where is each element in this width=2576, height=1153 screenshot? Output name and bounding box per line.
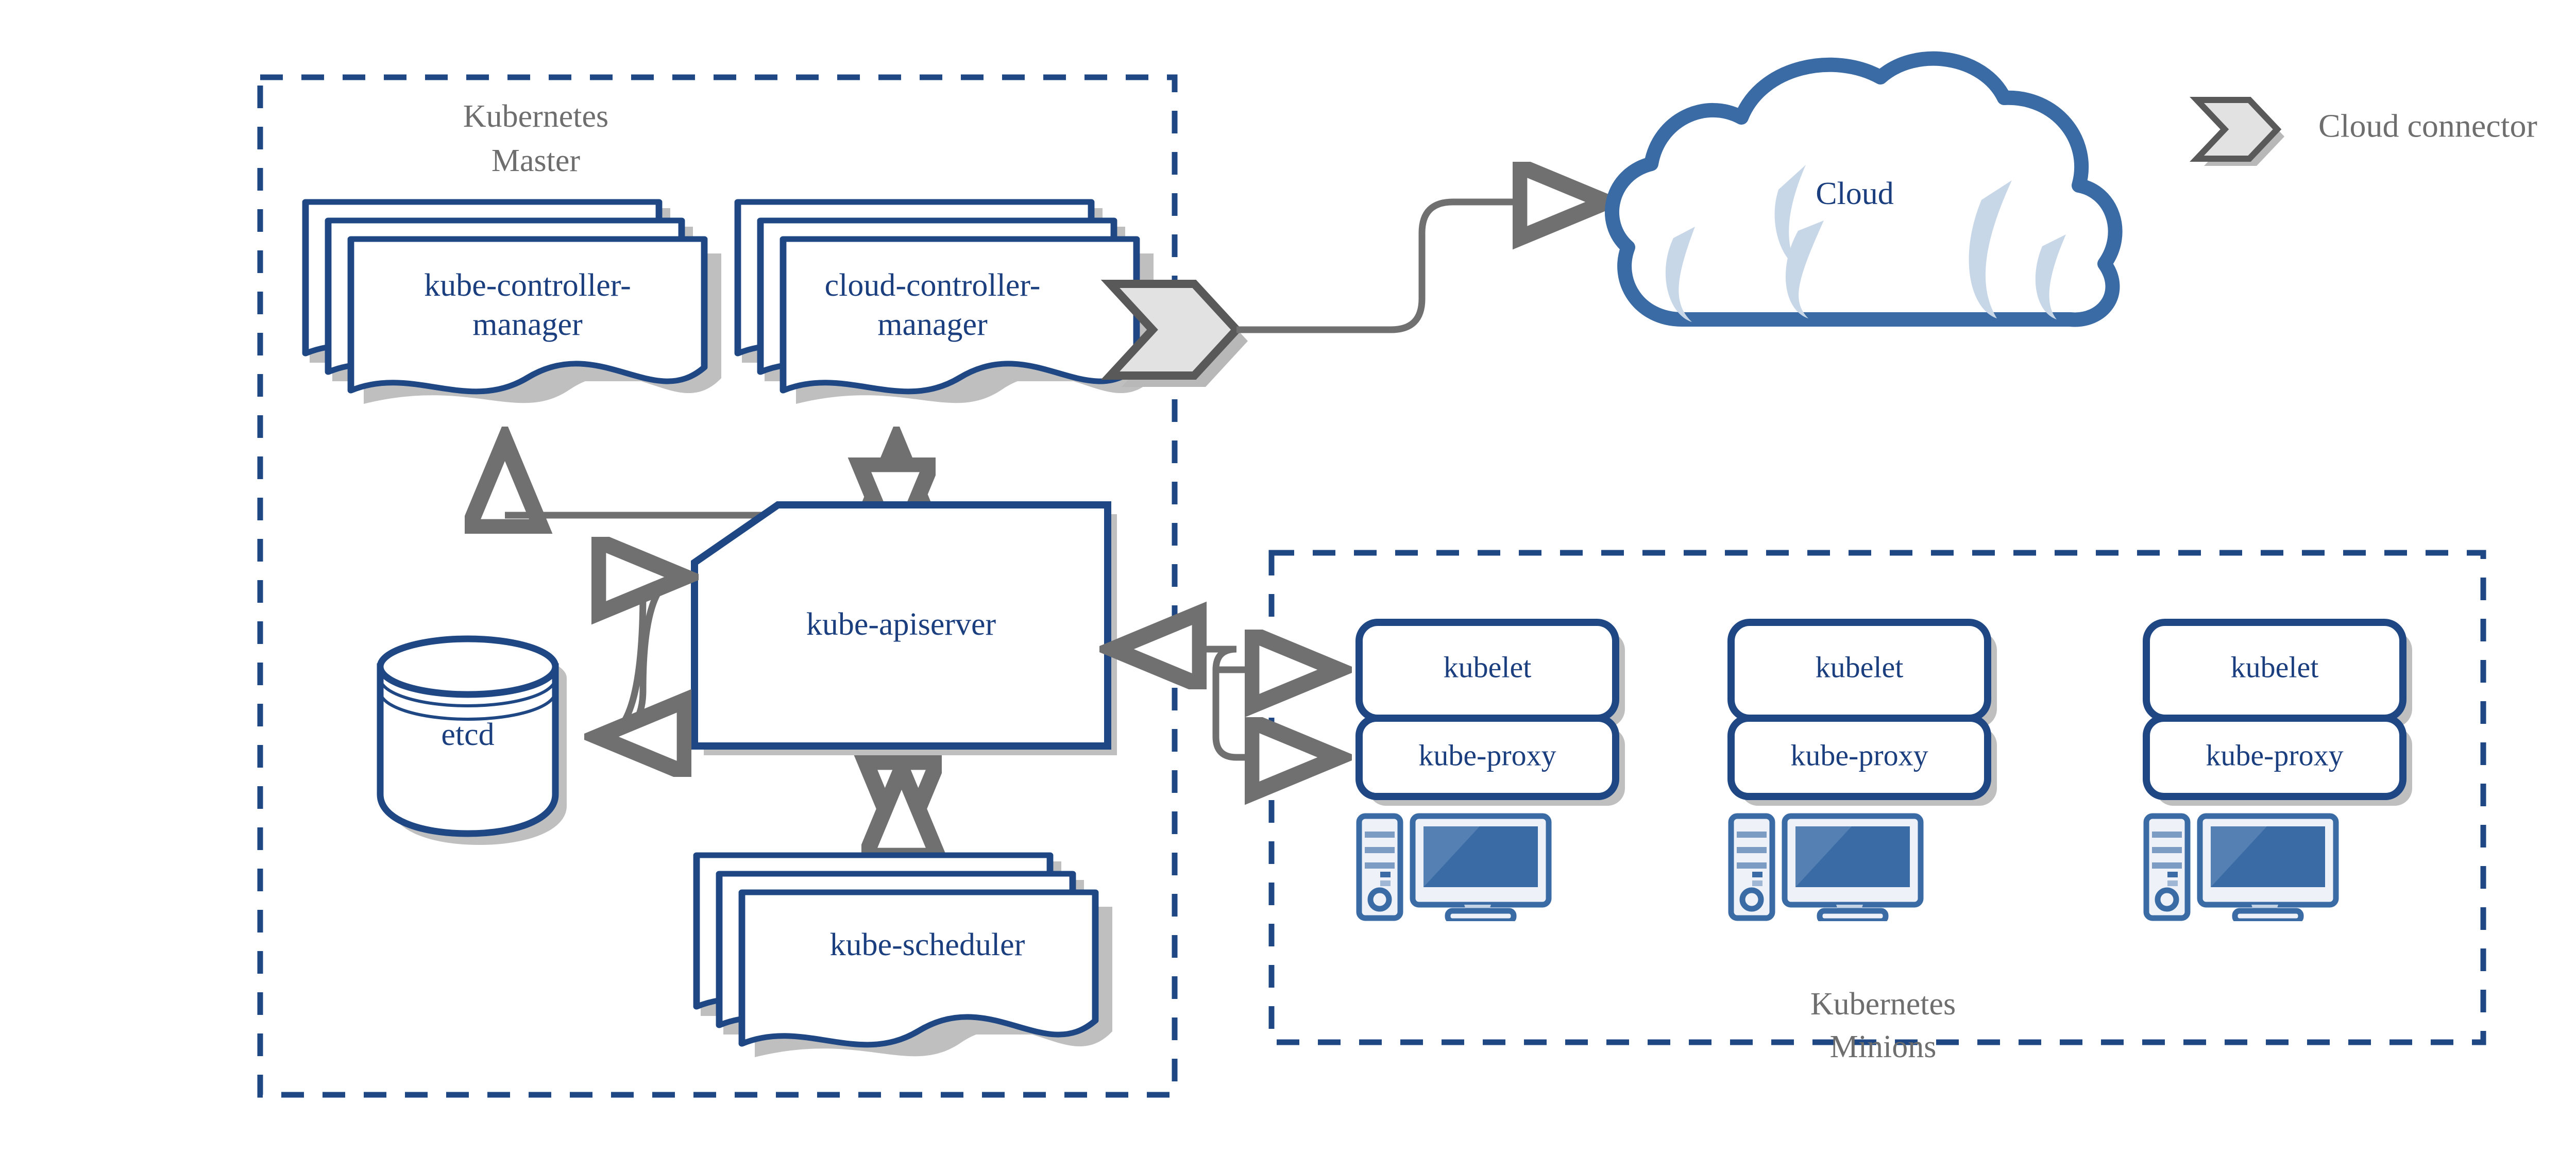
arrows-apiserver-etcd xyxy=(602,577,681,737)
kube-controller-manager-label-line1: kube-controller- xyxy=(424,268,631,303)
cloud-controller-manager-label-line2: manager xyxy=(877,307,988,342)
arrow-minions-junction xyxy=(1212,646,1237,761)
minion-1-kubelet-box[interactable]: kubelet xyxy=(1355,619,1625,727)
arrow-ccm-to-cloud xyxy=(1236,202,1602,333)
arrow-bus-to-kcm xyxy=(505,444,536,515)
kubelet-1-label: kubelet xyxy=(1444,650,1532,684)
minions-group-label-line1: Kubernetes xyxy=(1810,987,1956,1022)
legend-connector-shape xyxy=(2190,97,2282,162)
minion-2-kubelet-box[interactable]: kubelet xyxy=(1727,619,1997,727)
desktop-computer-icon-1 xyxy=(1359,816,1549,921)
arrow-apiserver-to-etcd xyxy=(602,592,643,737)
cloud-label: Cloud xyxy=(1816,176,1894,211)
kube-apiserver-label: kube-apiserver xyxy=(806,607,996,642)
cloud-controller-manager-node[interactable]: cloud-controller- manager xyxy=(738,202,1154,404)
kube-scheduler-label: kube-scheduler xyxy=(830,927,1025,962)
kcm-front-sheet xyxy=(351,239,721,404)
cloud-connector-chevron-icon[interactable] xyxy=(1100,280,1248,387)
kube-proxy-3-label: kube-proxy xyxy=(2206,738,2343,772)
ccm-front-sheet xyxy=(783,239,1154,404)
desktop-computer-icon-2 xyxy=(1731,816,1921,921)
minions-group-label-line2: Minions xyxy=(1830,1029,1937,1064)
minion-node-2[interactable]: kubelet kube-proxy xyxy=(1727,619,1997,921)
kube-apiserver-node[interactable]: kube-apiserver xyxy=(691,501,1117,755)
master-dashed-border xyxy=(257,74,1178,1098)
cloud-controller-manager-label-line1: cloud-controller- xyxy=(825,268,1041,303)
kube-scheduler-node[interactable]: kube-scheduler xyxy=(697,855,1112,1057)
etcd-node[interactable]: etcd xyxy=(377,635,567,845)
etcd-label: etcd xyxy=(441,717,494,752)
etcd-body xyxy=(377,663,559,837)
master-group-label-line2: Master xyxy=(492,143,581,178)
etcd-ring-1 xyxy=(379,677,557,708)
master-group-label-line1: Kubernetes xyxy=(463,99,608,134)
kubernetes-master-group: Kubernetes Master xyxy=(257,74,1178,1098)
kube-controller-manager-label-line2: manager xyxy=(472,307,583,342)
kube-proxy-3-shape xyxy=(2143,715,2406,800)
minion-node-1[interactable]: kubelet kube-proxy xyxy=(1355,619,1625,921)
kube-controller-manager-node[interactable]: kube-controller- manager xyxy=(306,202,721,404)
minion-2-kube-proxy-box[interactable]: kube-proxy xyxy=(1727,715,1997,806)
legend-chevron-icon xyxy=(2190,97,2284,166)
legend-connector-label: Cloud connector xyxy=(2318,108,2537,144)
kubelet-3-label: kubelet xyxy=(2231,650,2319,684)
arrows-apiserver-minions xyxy=(1117,649,1334,757)
etcd-top-ellipse xyxy=(377,635,559,698)
kube-proxy-1-label: kube-proxy xyxy=(1418,738,1556,772)
kube-proxy-2-label: kube-proxy xyxy=(1790,738,1928,772)
minion-1-kube-proxy-box[interactable]: kube-proxy xyxy=(1355,715,1625,806)
scheduler-front-sheet xyxy=(742,892,1112,1057)
minion-node-3[interactable]: kubelet kube-proxy xyxy=(2143,619,2412,921)
kube-proxy-2-shape xyxy=(1727,715,1991,800)
cloud-outline xyxy=(1604,51,2123,327)
desktop-computer-icon-3 xyxy=(2146,816,2336,921)
kubernetes-minions-group xyxy=(1268,550,2486,1045)
kube-proxy-1-shape xyxy=(1355,715,1619,800)
legend-cloud-connector: Cloud connector xyxy=(2190,97,2537,166)
kubelet-2-label: kubelet xyxy=(1816,650,1904,684)
etcd-ring-2 xyxy=(379,691,557,721)
minion-3-kubelet-box[interactable]: kubelet xyxy=(2143,619,2412,727)
connector-chevron-shape xyxy=(1100,280,1242,380)
minions-group-label: Kubernetes Minions xyxy=(1810,987,1956,1064)
minion-3-kube-proxy-box[interactable]: kube-proxy xyxy=(2143,715,2412,806)
cloud-node[interactable]: Cloud xyxy=(1604,51,2123,327)
cloud-accent-shapes xyxy=(1665,165,2066,322)
minions-dashed-border xyxy=(1268,550,2486,1045)
